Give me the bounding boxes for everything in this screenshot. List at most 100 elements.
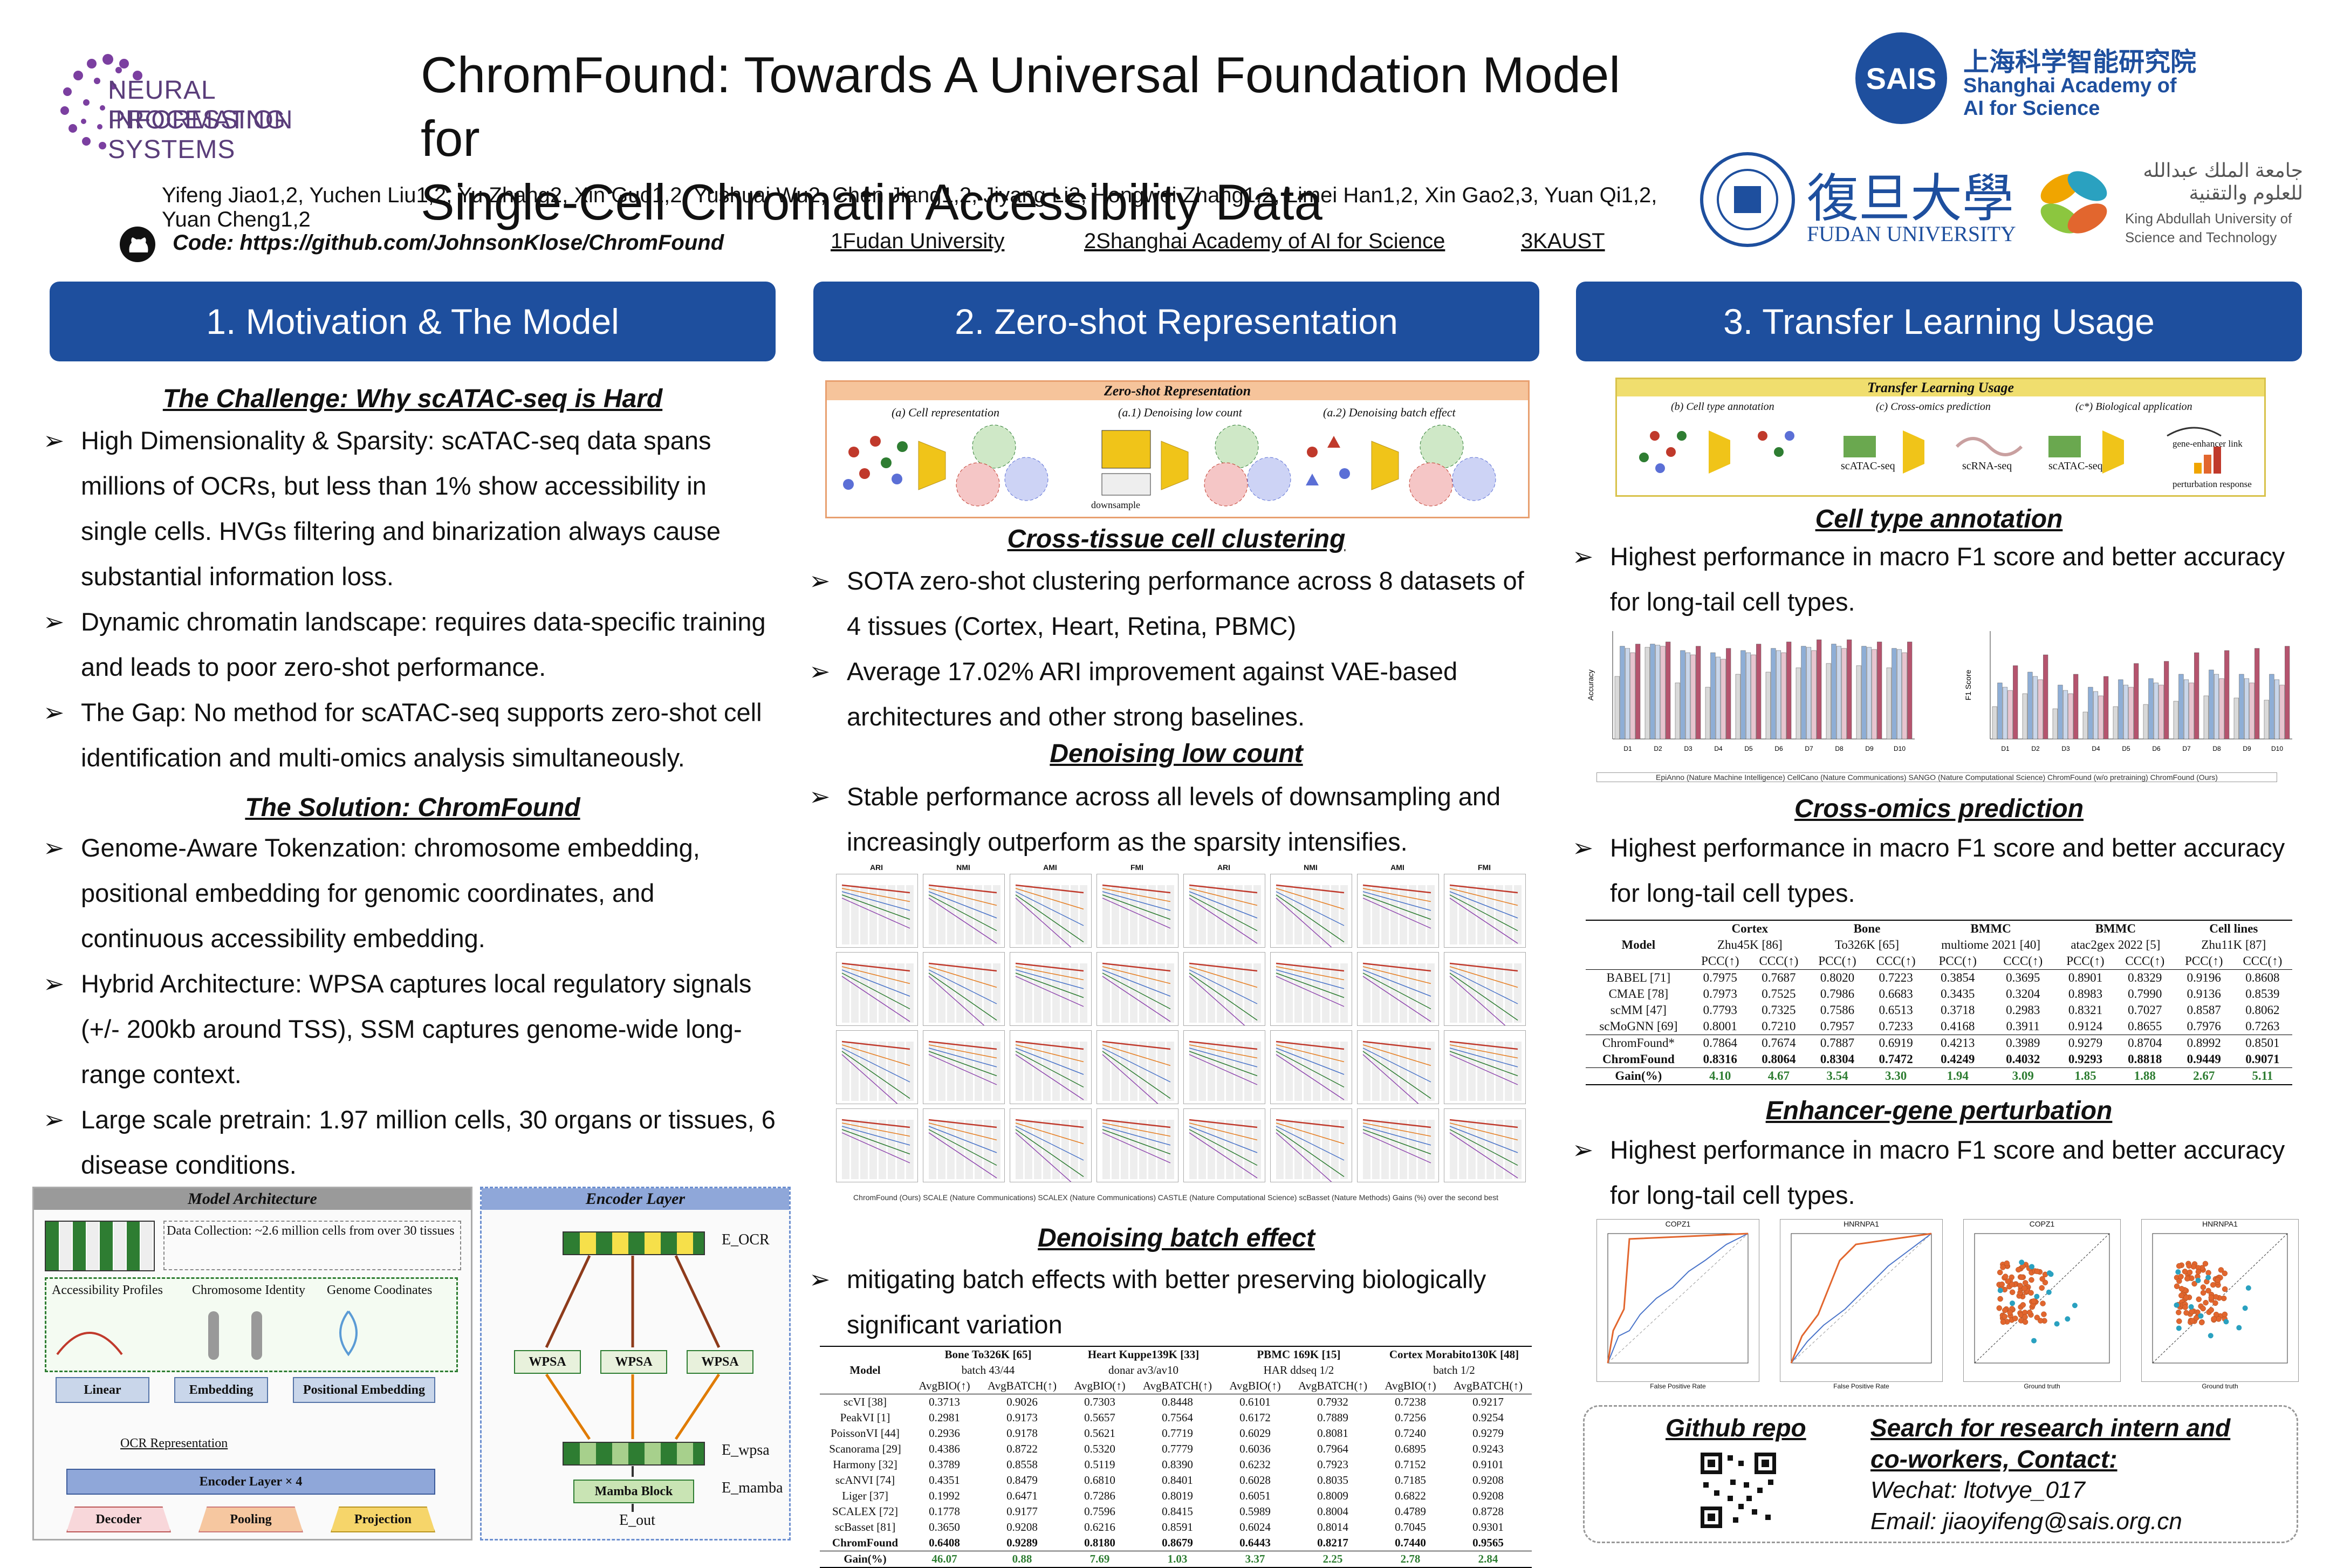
table-cell: 0.7045 — [1395, 1521, 1426, 1533]
bullet-text: The Gap: No method for scATAC-seq suppor… — [81, 698, 762, 772]
grid-bar — [1427, 1120, 1435, 1179]
grid-bar — [1313, 1042, 1320, 1101]
grid-bar — [1313, 1120, 1320, 1179]
point — [2004, 1260, 2010, 1266]
grid-bar — [1034, 1042, 1041, 1101]
bar — [1866, 647, 1872, 740]
scatter-hnrnpa1: HNRNPA1 Ground truth — [2141, 1219, 2299, 1390]
grid-line — [1362, 1122, 1431, 1137]
bar — [2173, 701, 2178, 740]
email[interactable]: Email: jiaoyifeng@sais.org.cn — [1870, 1508, 2182, 1535]
bar — [2098, 695, 2103, 740]
grid-bar — [1052, 1120, 1060, 1179]
th-metric: PCC(↑) — [1818, 954, 1856, 968]
qr-code-icon[interactable] — [1698, 1450, 1779, 1531]
bullet: ➢Dynamic chromatin landscape: requires d… — [43, 599, 777, 690]
grid-line — [841, 1040, 910, 1050]
grid-line — [1362, 1047, 1431, 1083]
grid-line — [928, 1047, 997, 1067]
roc1-plot — [1607, 1233, 1749, 1364]
section-3-header: 3. Transfer Learning Usage — [1576, 282, 2302, 361]
bar — [2209, 669, 2214, 740]
neurips-brain-icon — [60, 54, 142, 149]
point — [2188, 1304, 2194, 1310]
banner-title: Zero-shot Representation — [827, 382, 1528, 400]
th-metric: CCC(↑) — [2125, 954, 2165, 968]
pooling-block: Pooling — [198, 1507, 303, 1532]
table-cell: 0.5657 — [1084, 1411, 1115, 1424]
table-cell: 0.8501 — [2245, 1036, 2280, 1050]
table-cell: 0.7964 — [1317, 1442, 1348, 1455]
grid-col-label: AMI — [1043, 863, 1057, 872]
table-cell: 0.9208 — [1006, 1521, 1038, 1533]
point — [2039, 1276, 2045, 1282]
table-cell: 7.69 — [1089, 1552, 1110, 1565]
bar — [2219, 678, 2224, 740]
grid-bar — [1253, 1042, 1261, 1101]
table-cell: 5.11 — [2252, 1069, 2273, 1083]
grid-line — [1276, 888, 1345, 910]
table-cell: 0.6810 — [1084, 1474, 1115, 1487]
grid-bar — [1363, 1120, 1370, 1179]
github-repo-label[interactable]: Github repo — [1666, 1414, 1806, 1442]
table-cell: 0.7975 — [1703, 971, 1737, 984]
grid-bar — [1189, 963, 1197, 1023]
solution-bullets: ➢Genome-Aware Tokenzation: chromosome em… — [43, 825, 777, 1188]
table-cell: 0.7976 — [2187, 1019, 2221, 1033]
grid-bar — [1304, 1042, 1311, 1101]
table-cell: 0.9208 — [1472, 1474, 1504, 1487]
grid-bar — [1043, 885, 1051, 944]
table-cell: 0.6471 — [1006, 1489, 1038, 1502]
bar — [2007, 690, 2013, 740]
grid-col-label: FMI — [1130, 863, 1144, 872]
scatter2-plot — [2152, 1233, 2288, 1364]
x-tick-label: D7 — [2182, 745, 2191, 752]
table-cell: 0.8539 — [2245, 987, 2280, 1001]
table-cell: 0.8704 — [2128, 1036, 2162, 1050]
grid-bar — [851, 963, 859, 1023]
grid-bar — [1418, 1042, 1426, 1101]
grid-line — [928, 969, 997, 1004]
grid-line — [1189, 1126, 1258, 1153]
grid-bar — [851, 1120, 859, 1179]
grid-line — [1102, 1051, 1171, 1099]
table-cell: 0.7932 — [1317, 1395, 1348, 1408]
grid-bar — [1427, 963, 1435, 1023]
grid-bar — [1486, 1042, 1494, 1101]
grid-panel — [1444, 874, 1526, 948]
batch-bullets: ➢mitigating batch effects with better pr… — [809, 1257, 1543, 1347]
bar — [1841, 648, 1847, 740]
transfer-banner-title: Transfer Learning Usage — [1617, 379, 2264, 396]
grid-bar — [1139, 963, 1147, 1023]
point — [2009, 1289, 2016, 1295]
grid-bar — [1372, 885, 1380, 944]
wpsa-block-3: WPSA — [687, 1350, 753, 1374]
x-tick-label: D8 — [2212, 745, 2221, 752]
grid-bar — [1139, 1042, 1147, 1101]
table-cell: 0.8062 — [2245, 1003, 2280, 1017]
point — [2039, 1285, 2045, 1291]
grid-bar — [1167, 885, 1174, 944]
github-icon[interactable] — [119, 225, 156, 263]
grid-bar — [842, 1120, 849, 1179]
grid-line — [1015, 1129, 1084, 1177]
grid-panel — [1357, 1108, 1439, 1182]
encoder-layer-figure: Encoder Layer E_OCR WPSA WPSA WPSA E_wps… — [480, 1187, 791, 1540]
table-cell: 0.4168 — [1941, 1019, 1975, 1033]
grid-bar — [1372, 1120, 1380, 1179]
grid-bar — [1198, 885, 1206, 944]
grid-line — [1015, 966, 1084, 981]
bar — [1811, 650, 1817, 740]
grid-bar — [938, 885, 945, 944]
scatter1-plot — [1974, 1233, 2110, 1364]
code-link[interactable]: Code: https://github.com/JohnsonKlose/Ch… — [173, 231, 724, 255]
grid-bar — [1477, 963, 1485, 1023]
grid-line — [1449, 966, 1518, 988]
grid-bar — [888, 1042, 895, 1101]
grid-bar — [1189, 1042, 1197, 1101]
table-cell: 0.6822 — [1395, 1489, 1426, 1502]
bar — [1740, 650, 1746, 740]
fudan-logo: 復旦大學 FUDAN UNIVERSITY — [1699, 151, 2017, 259]
table-cell: 0.7887 — [1820, 1036, 1855, 1050]
